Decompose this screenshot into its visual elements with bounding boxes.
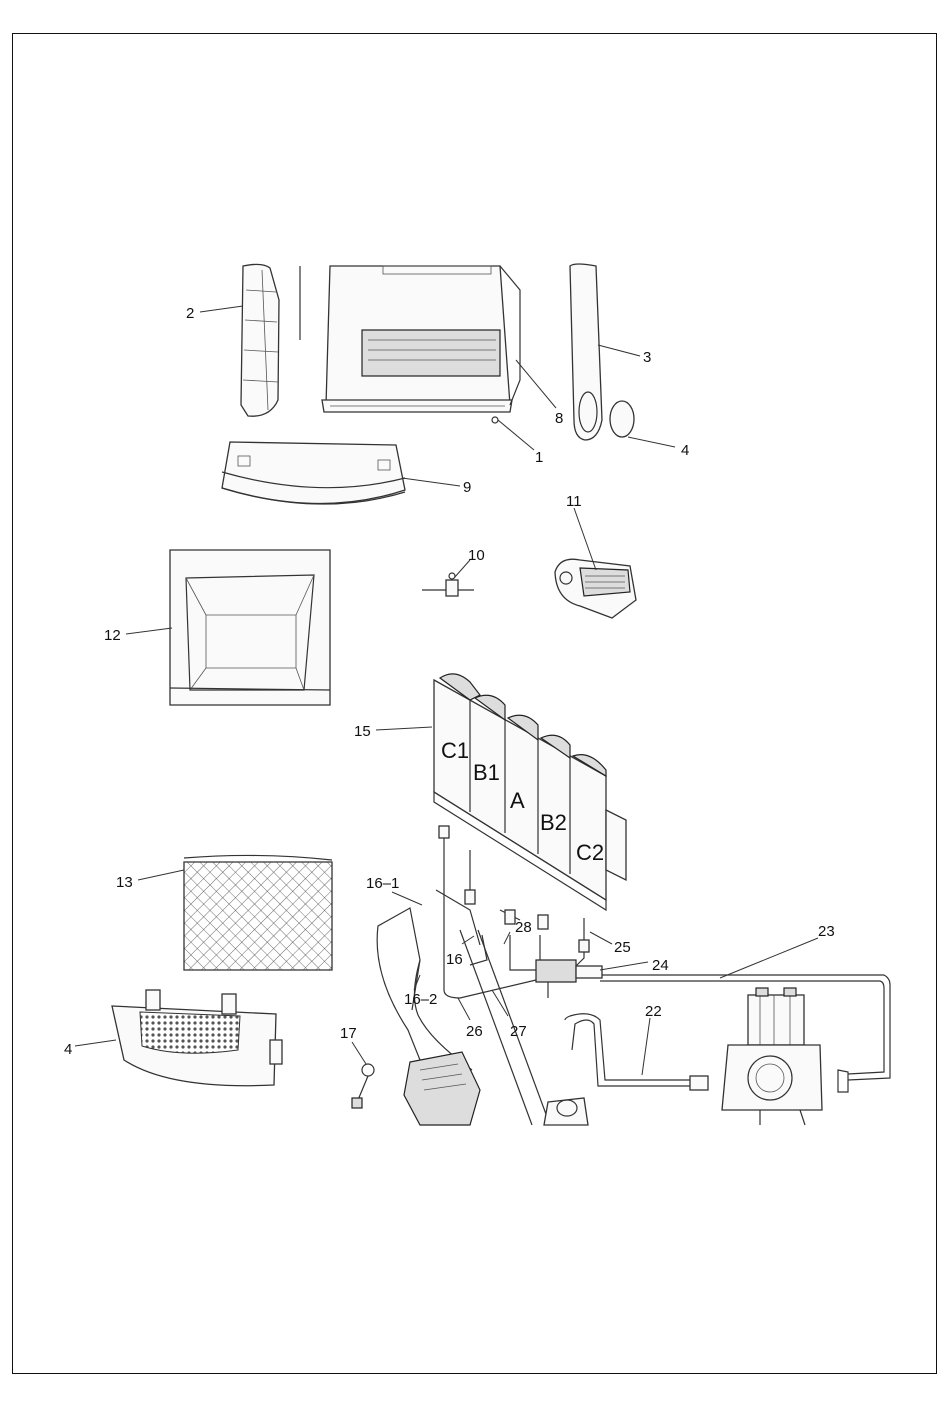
callout-16-2: 16–2 xyxy=(404,991,437,1008)
callout-1: 1 xyxy=(535,449,543,466)
part-13-mesh-screen xyxy=(184,855,332,970)
callout-2: 2 xyxy=(186,305,194,322)
part-2-left-side-trim xyxy=(241,264,279,416)
pilot-valve xyxy=(544,1098,588,1125)
callout-8: 8 xyxy=(555,410,563,427)
callout-15: 15 xyxy=(354,723,371,740)
control-module xyxy=(404,1052,480,1125)
callout-22: 22 xyxy=(645,1003,662,1020)
part-9-top-grille xyxy=(222,442,405,504)
callout-23: 23 xyxy=(818,923,835,940)
callout-25: 25 xyxy=(614,939,631,956)
callout-27: 27 xyxy=(510,1023,527,1040)
part-17-ignitor xyxy=(352,1064,374,1108)
burner-label-c1: C1 xyxy=(441,738,469,763)
part-10-small-valve xyxy=(422,573,474,596)
part-1-main-body xyxy=(300,266,520,423)
burner-label-b1: B1 xyxy=(473,760,500,785)
callout-24: 24 xyxy=(652,957,669,974)
callout-4-cover: 4 xyxy=(681,442,689,459)
callout-12: 12 xyxy=(104,627,121,644)
main-gas-valve xyxy=(722,988,848,1125)
part-15-burner-assembly xyxy=(434,674,626,910)
part-12-firebox xyxy=(170,550,330,705)
callout-13: 13 xyxy=(116,874,133,891)
callout-10: 10 xyxy=(468,547,485,564)
part-4-round-cover xyxy=(610,401,634,437)
callout-4-grille: 4 xyxy=(64,1041,72,1058)
callout-16-1: 16–1 xyxy=(366,875,399,892)
callout-11: 11 xyxy=(566,493,582,510)
burner-label-b2: B2 xyxy=(540,810,567,835)
callout-17: 17 xyxy=(340,1025,357,1042)
callout-9: 9 xyxy=(463,479,471,496)
callout-28: 28 xyxy=(515,919,532,936)
burner-label-c2: C2 xyxy=(576,840,604,865)
burner-label-a: A xyxy=(510,788,525,813)
callout-16: 16 xyxy=(446,951,463,968)
part-4-lower-grille xyxy=(112,990,282,1086)
callout-3: 3 xyxy=(643,349,651,366)
callout-26: 26 xyxy=(466,1023,483,1040)
part-3-right-side-trim xyxy=(570,264,602,440)
